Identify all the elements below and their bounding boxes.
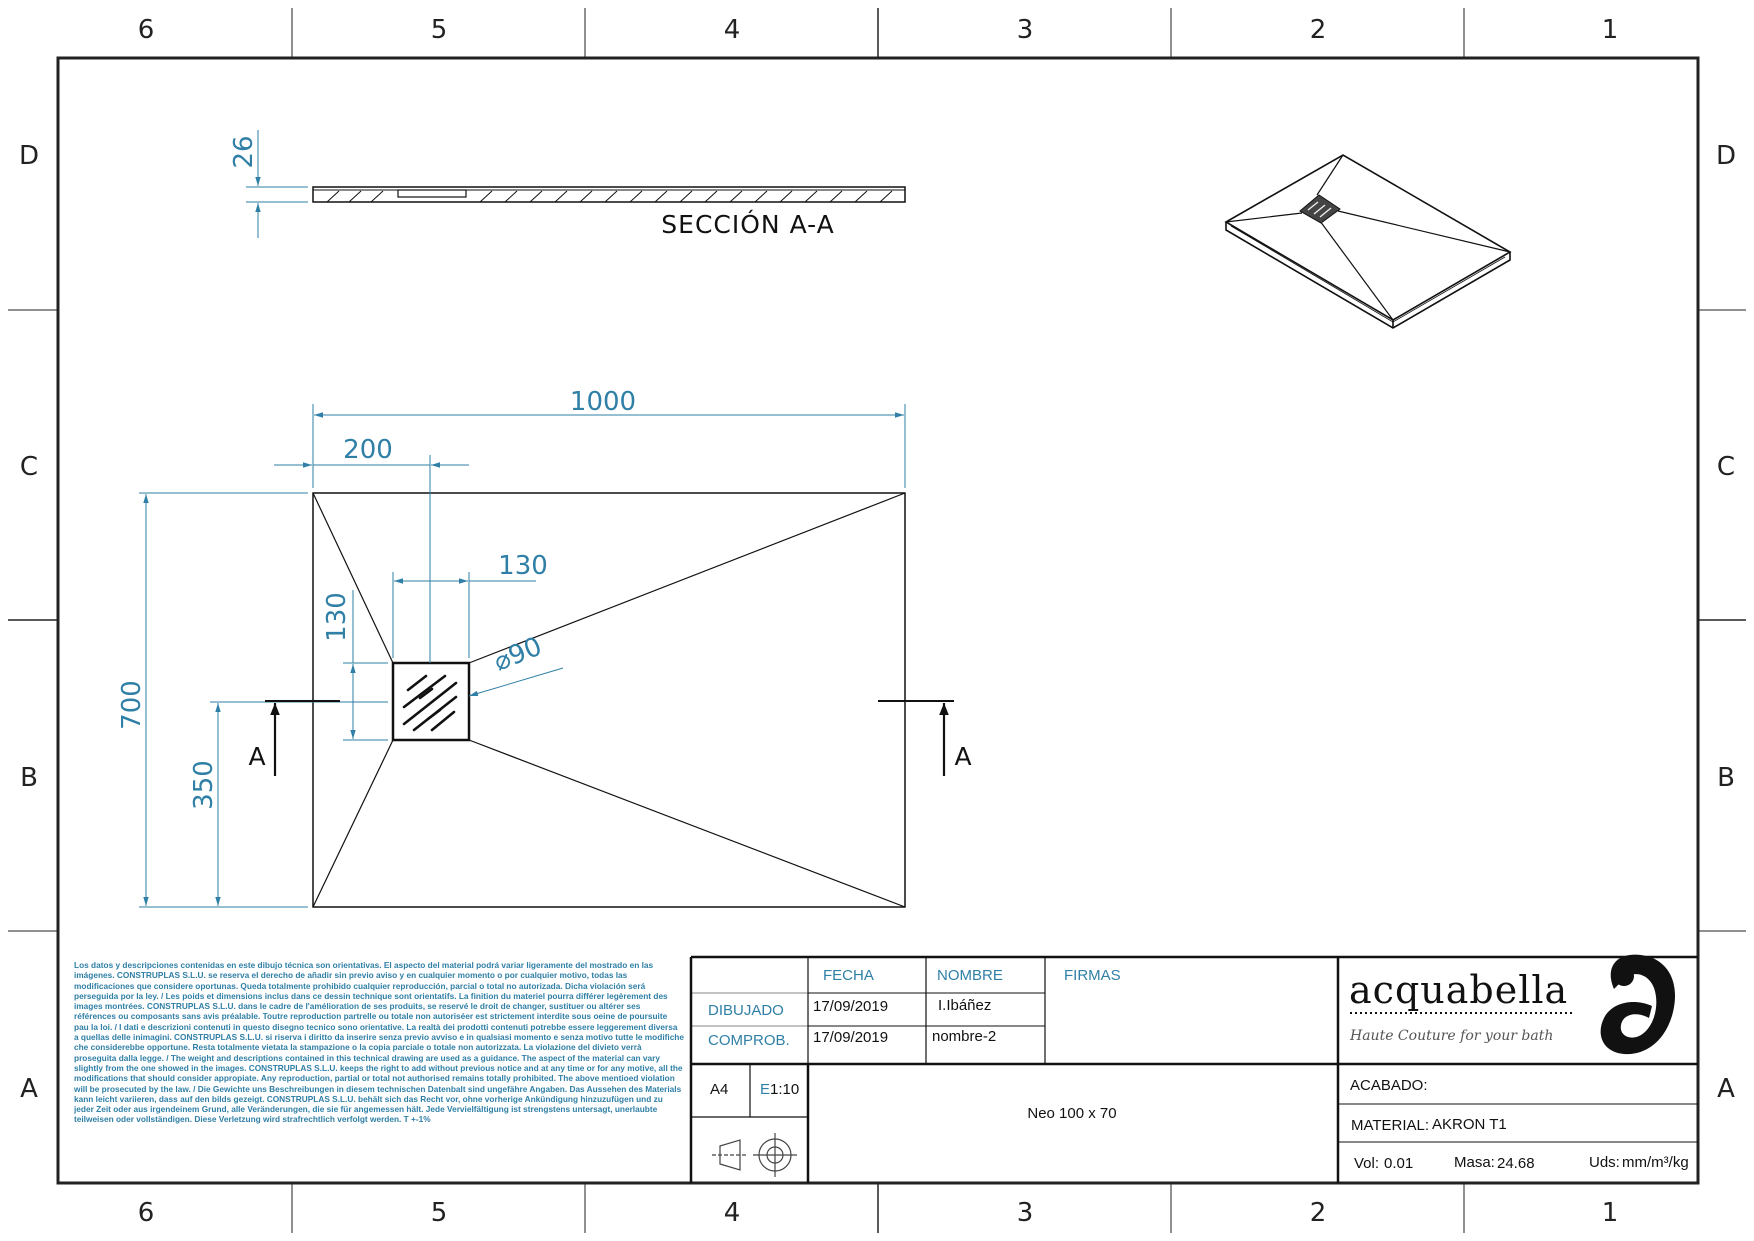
drain-grate <box>391 661 471 742</box>
cut-marker-left <box>265 700 340 776</box>
logo-text: acquabella <box>1349 968 1568 1012</box>
header-firmas: FIRMAS <box>1064 967 1121 984</box>
zone-col-label: 1 <box>1602 15 1619 45</box>
uds-value: mm/m³/kg <box>1622 1154 1689 1171</box>
material-label: MATERIAL: <box>1351 1117 1429 1134</box>
zone-col-label: 5 <box>431 1198 448 1228</box>
zone-row-label: C <box>20 452 38 482</box>
zone-col-label: 6 <box>138 1198 155 1228</box>
title-block-text: FECHA NOMBRE FIRMAS DIBUJADO 17/09/2019 … <box>708 967 1689 1172</box>
logo-tagline: Haute Couture for your bath <box>1349 1028 1553 1044</box>
section-hatch <box>326 190 893 203</box>
section-height-dimension <box>246 130 308 238</box>
dibujado-label: DIBUJADO <box>708 1002 784 1019</box>
drain-diameter-dimension: ⌀90 <box>490 632 546 678</box>
scale-prefix: E1:10 <box>760 1081 799 1098</box>
plan-view: 1000 200 130 130 ⌀90 700 350 A A <box>117 387 972 908</box>
drain-offset-dimension: 200 <box>343 435 393 465</box>
zone-col-label: 3 <box>1017 15 1034 45</box>
zone-col-label: 5 <box>431 15 448 45</box>
dibujado-nombre: I.Ibáñez <box>938 997 991 1014</box>
cut-label-left: A <box>248 742 265 771</box>
zone-row-label: A <box>20 1074 38 1104</box>
drawing-title: Neo 100 x 70 <box>1027 1105 1116 1122</box>
section-drain <box>397 189 467 198</box>
drain-width-dimension: 130 <box>498 551 548 581</box>
material-value: AKRON T1 <box>1432 1116 1507 1133</box>
zone-labels: 6 5 4 3 2 1 6 5 4 3 2 1 D C B A D C B A <box>19 15 1736 1228</box>
comprob-fecha: 17/09/2019 <box>813 1029 888 1046</box>
slope-lines <box>312 492 906 908</box>
vol-label: Vol: <box>1354 1155 1379 1172</box>
length-dimension: 700 <box>117 680 147 730</box>
format-value: A4 <box>710 1081 728 1098</box>
half-length-dimension: 350 <box>189 760 219 810</box>
plan-dimension-lines <box>139 404 906 908</box>
zone-grid <box>8 8 1746 1233</box>
section-view: 26 SECCIÓN A-A <box>229 130 906 239</box>
vol-value: 0.01 <box>1384 1155 1413 1172</box>
width-dimension: 1000 <box>570 387 636 417</box>
comprob-label: COMPROB. <box>708 1032 790 1049</box>
masa-value: 24.68 <box>1497 1155 1535 1172</box>
zone-col-label: 1 <box>1602 1198 1619 1228</box>
logo-mark-icon <box>1600 954 1676 1055</box>
zone-col-label: 2 <box>1310 15 1327 45</box>
zone-col-label: 4 <box>724 15 741 45</box>
cut-marker-right <box>878 700 954 776</box>
uds-label: Uds: <box>1589 1154 1620 1171</box>
projection-symbol-icon <box>712 1133 797 1177</box>
zone-col-label: 2 <box>1310 1198 1327 1228</box>
zone-row-label: D <box>1716 141 1736 171</box>
section-title: SECCIÓN A-A <box>661 209 834 239</box>
zone-row-label: C <box>1717 452 1735 482</box>
masa-label: Masa: <box>1454 1154 1495 1171</box>
isometric-view <box>1224 154 1512 329</box>
zone-row-label: D <box>19 141 39 171</box>
cut-label-right: A <box>954 742 971 771</box>
zone-col-label: 6 <box>138 15 155 45</box>
comprob-nombre: nombre-2 <box>932 1028 996 1045</box>
acquabella-logo: acquabella Haute Couture for your bath <box>1349 954 1676 1055</box>
drain-height-dimension: 130 <box>322 592 352 642</box>
header-fecha: FECHA <box>823 967 874 984</box>
zone-col-label: 4 <box>724 1198 741 1228</box>
dibujado-fecha: 17/09/2019 <box>813 998 888 1015</box>
acabado-label: ACABADO: <box>1350 1077 1428 1094</box>
title-block <box>689 955 1698 1183</box>
disclaimer-text: Los datos y descripciones contenidas en … <box>74 960 684 1125</box>
zone-row-label: B <box>20 763 38 793</box>
zone-row-label: A <box>1717 1074 1735 1104</box>
section-height-label: 26 <box>229 135 259 168</box>
header-nombre: NOMBRE <box>937 967 1003 984</box>
section-profile <box>312 186 906 203</box>
zone-col-label: 3 <box>1017 1198 1034 1228</box>
zone-row-label: B <box>1717 763 1735 793</box>
